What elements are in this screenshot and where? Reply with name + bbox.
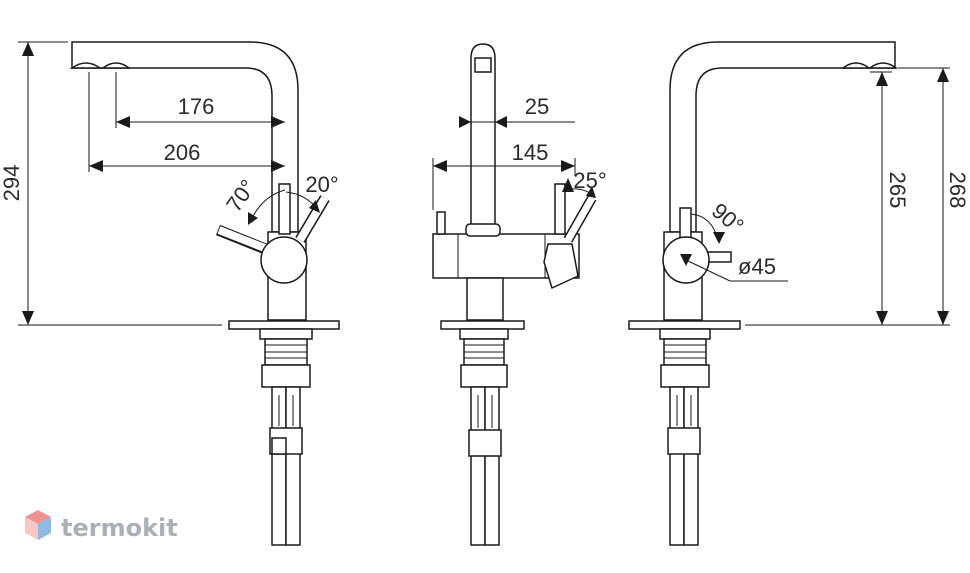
arrow-head xyxy=(562,178,574,192)
faucet-neck xyxy=(466,277,504,321)
supply-hose xyxy=(484,386,500,546)
supply-hose-hot xyxy=(285,386,301,546)
base-plate xyxy=(628,320,741,330)
lever-back-position-inner xyxy=(217,226,269,253)
arrow-head xyxy=(309,200,320,213)
arrow-head xyxy=(248,212,258,225)
base-plate xyxy=(228,320,340,330)
lever-upright xyxy=(278,183,291,235)
termokit-logo-icon xyxy=(25,510,51,540)
spout xyxy=(71,41,299,233)
arrow-head xyxy=(713,232,725,244)
spout-front xyxy=(470,43,496,235)
arrow-head xyxy=(116,116,130,128)
arrow-head xyxy=(433,160,447,172)
dimension-label-height: 294 xyxy=(0,165,24,202)
arrow-head xyxy=(876,311,888,325)
mount-nut xyxy=(261,364,311,388)
hose-coupling xyxy=(667,427,701,455)
angle-label-lever: 25° xyxy=(573,168,606,193)
spout-tip xyxy=(474,57,492,73)
aerator-nub xyxy=(867,62,899,69)
aerator-nub xyxy=(100,62,132,69)
watermark-brand-text: termokit xyxy=(61,514,178,542)
base-flange xyxy=(659,328,711,340)
arrow-head xyxy=(937,68,949,82)
base-flange xyxy=(259,328,313,340)
spout xyxy=(669,41,896,233)
arrow-head xyxy=(22,42,34,56)
mount-nut xyxy=(660,364,710,388)
dimension-label-reach-outer: 206 xyxy=(164,140,201,165)
dimension-label-body-height: 268 xyxy=(945,172,970,209)
dimension-label-spout-offset: 25 xyxy=(525,94,549,119)
dimension-label-reach-inner: 176 xyxy=(178,94,215,119)
dimension-label-diameter: ø45 xyxy=(738,254,776,279)
mixer-cartridge xyxy=(260,236,308,284)
lever-upright xyxy=(679,207,692,239)
arrow-head xyxy=(89,160,103,172)
arrow-head xyxy=(586,186,596,198)
spout-collar xyxy=(465,223,501,237)
lever-horizontal xyxy=(706,251,732,263)
lever-arm-inner xyxy=(564,196,596,242)
side-post xyxy=(436,211,446,235)
faucet-front-view: 25 145 25° xyxy=(432,43,607,546)
angle-label-back: 70° xyxy=(221,175,261,217)
arrow-head xyxy=(459,116,471,128)
arrow-head xyxy=(561,160,575,172)
base-flange xyxy=(459,328,509,340)
termokit-watermark: termokit xyxy=(25,510,178,542)
arrow-head xyxy=(271,116,285,128)
hose-coupling xyxy=(271,437,287,455)
mount-nut xyxy=(460,364,508,388)
faucet-side-view-left: 294 176 206 70° 20° xyxy=(0,41,340,546)
hose-coupling xyxy=(468,429,502,457)
arrow-head xyxy=(271,160,285,172)
dimension-label-outlet-height: 265 xyxy=(885,172,910,209)
angle-label-front: 20° xyxy=(305,172,338,197)
faucet-side-view-right: 90° ø45 265 268 xyxy=(628,41,970,546)
arrow-head xyxy=(937,311,949,325)
supply-hose xyxy=(683,386,699,546)
lever-front-position-inner xyxy=(296,195,329,243)
dimension-label-body-width: 145 xyxy=(512,140,549,165)
arrow-head xyxy=(22,311,34,325)
leader-line xyxy=(685,259,731,282)
lever-angled xyxy=(543,243,579,290)
arrow-head xyxy=(495,116,507,128)
arrow-head xyxy=(876,72,888,86)
base-plate xyxy=(440,320,525,330)
lever-post xyxy=(554,183,566,235)
aerator-nub xyxy=(69,62,103,69)
